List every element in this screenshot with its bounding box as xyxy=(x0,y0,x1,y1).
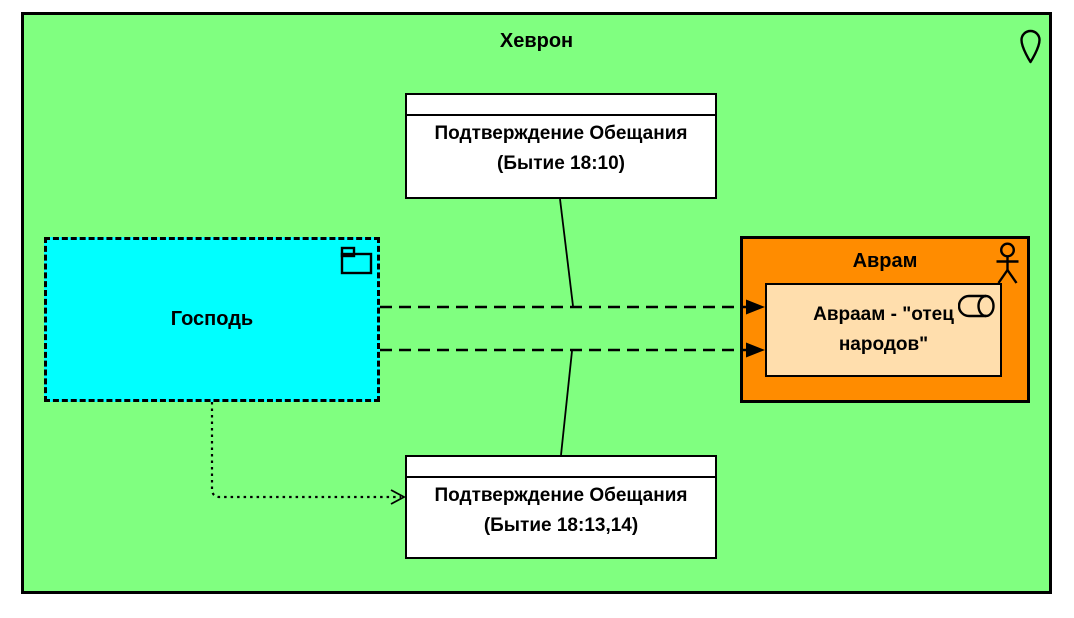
note-header-band xyxy=(407,457,715,478)
business-actor-avram[interactable]: Аврам Авраам - "отец народов" xyxy=(740,236,1030,403)
role-label-line-2: народов" xyxy=(838,334,929,355)
grouping-gospod[interactable]: Господь xyxy=(44,237,380,402)
role-label: Авраам - "отец народов" xyxy=(813,300,954,360)
business-role-avraam[interactable]: Авраам - "отец народов" xyxy=(765,283,1002,377)
note-genesis-18-13-14[interactable]: Подтверждение Обещания (Бытие 18:13,14) xyxy=(405,455,717,559)
location-title: Хеврон xyxy=(499,30,574,52)
product-folder-icon xyxy=(340,246,373,275)
business-actor-icon xyxy=(996,242,1019,284)
note-line-2: (Бытие 18:10) xyxy=(497,153,625,174)
note-genesis-18-10[interactable]: Подтверждение Обещания (Бытие 18:10) xyxy=(405,93,717,199)
location-pin-icon xyxy=(1020,29,1041,64)
note-line-1: Подтверждение Обещания xyxy=(434,123,688,144)
note-text: Подтверждение Обещания (Бытие 18:10) xyxy=(407,116,715,179)
location-container-hevron[interactable]: Хеврон Подтверждение Обещания (Бытие 18:… xyxy=(21,12,1052,594)
grouping-label: Господь xyxy=(170,308,254,330)
note-line-2: (Бытие 18:13,14) xyxy=(483,515,639,536)
role-label-line-1: Авраам - "отец xyxy=(813,304,954,325)
note-text: Подтверждение Обещания (Бытие 18:13,14) xyxy=(407,478,715,541)
actor-title: Аврам xyxy=(852,250,918,272)
note-header-band xyxy=(407,95,715,116)
note-line-1: Подтверждение Обещания xyxy=(434,485,688,506)
business-role-icon xyxy=(958,294,995,318)
